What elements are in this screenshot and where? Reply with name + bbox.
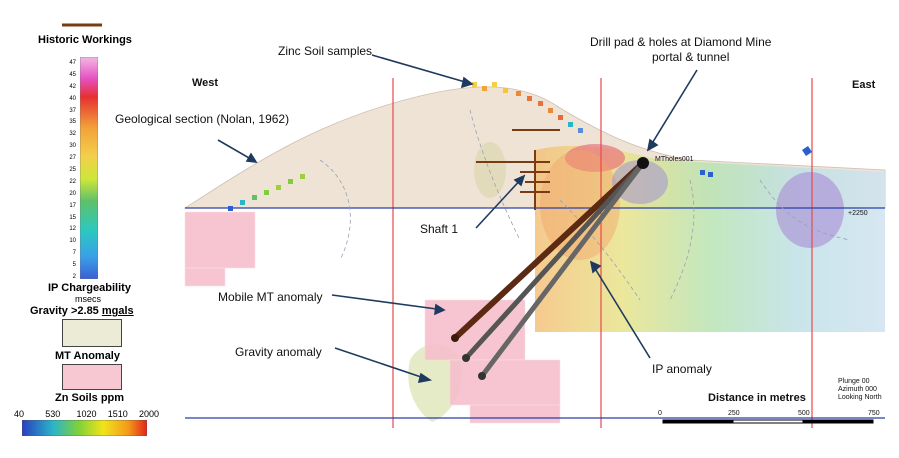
mt-anomaly-swatch [62,364,122,390]
distance-title: Distance in metres [708,392,806,404]
ip-purple-mid [612,160,668,204]
shaft-callout: Shaft 1 [420,222,459,236]
ip-scale-tick: 32 [69,131,76,138]
ip-scale-tick: 35 [69,119,76,126]
gravity-title: Gravity >2.85 mgals [30,305,134,317]
ip-scale-tick: 12 [69,226,76,233]
callout-arrows [217,54,698,384]
looking-label: Looking North [838,394,882,401]
ip-scale-tick: 42 [69,83,76,90]
drill-hole-end-2 [462,354,470,362]
ip-scale-tick: 10 [69,238,76,245]
geology-faults [319,109,851,301]
zn-soils-tick: 530 [45,409,61,419]
ip-scale-tick: 30 [69,143,76,150]
distance-tick: 0 [658,410,662,417]
ip-scale-tick: 22 [69,178,76,185]
gravity-title-text: Gravity >2.85 [30,305,99,317]
distance-scale [662,419,874,424]
ip-scale-tick: 5 [72,262,76,269]
ip-purple-east [776,172,844,248]
ip-chargeability-colorbar [80,57,98,279]
mt-anomaly-west [184,211,256,287]
distance-tick: 750 [868,410,880,417]
gravity-body-shaft [474,142,506,198]
zinc-soil-samples [228,82,812,211]
zn-soils-tick: 2000 [139,409,160,419]
ip-scale-tick: 37 [69,107,76,114]
historic-workings-shaft [476,129,560,210]
section-line-red [392,78,813,428]
drill-hole-end-1 [451,334,459,342]
historic-workings-label: Historic Workings [38,34,132,46]
ip-scale-tick: 15 [69,214,76,221]
elevation-label: +2250 [848,210,868,217]
historic-workings-swatch [62,23,102,27]
zn-soils-tick: 1510 [107,409,128,419]
drill-pad-marker [637,157,649,169]
west-label: West [192,77,219,89]
ip-scale-tick: 7 [72,250,76,257]
ip-scale-tick: 25 [69,167,76,173]
gravity-title-unit: mgals [101,305,134,317]
drill-pad-callout-line1: Drill pad & holes at Diamond Mine [590,35,772,49]
gravity-body-lower [408,344,463,422]
east-label: East [852,79,876,91]
distance-tick: 250 [728,410,740,417]
gravity-swatch [62,319,122,347]
ip-scale-tick: 17 [69,202,76,209]
drill-hole-end-3 [478,372,486,380]
zn-soils-colorbar [22,420,147,436]
zn-soils-title: Zn Soils ppm [55,392,125,404]
gravity-callout: Gravity anomaly [235,345,322,359]
mobile-mt-callout: Mobile MT anomaly [218,290,323,304]
zinc-soil-callout: Zinc Soil samples [278,44,373,58]
drill-pad-callout-line2: portal & tunnel [652,50,730,64]
drill-hole-label: MTholes001 [655,156,694,163]
zn-soils-tick: 1020 [76,409,97,419]
ip-callout: IP anomaly [652,362,712,376]
ip-chargeability-unit: msecs [75,294,102,304]
drill-holes [452,160,646,379]
ip-scale-tick: 45 [69,71,76,78]
ip-chargeability-title: IP Chargeability [48,282,131,294]
zn-soils-tick: 40 [14,409,25,419]
ip-scale-tick: 47 [69,60,76,66]
ip-high-zone [540,150,620,260]
plunge-label: Plunge 00 [838,378,870,385]
distance-tick: 500 [798,410,810,417]
azimuth-label: Azimuth 000 [838,386,877,393]
ip-scale-tick: 40 [69,95,76,102]
ip-scale-tick: 2 [72,274,76,280]
ip-high-north [565,144,625,172]
ip-scale-tick: 27 [69,155,76,162]
geological-section-callout: Geological section (Nolan, 1962) [115,112,290,126]
mt-anomaly-title: MT Anomaly [55,350,120,362]
ip-scale-tick: 20 [69,190,76,197]
